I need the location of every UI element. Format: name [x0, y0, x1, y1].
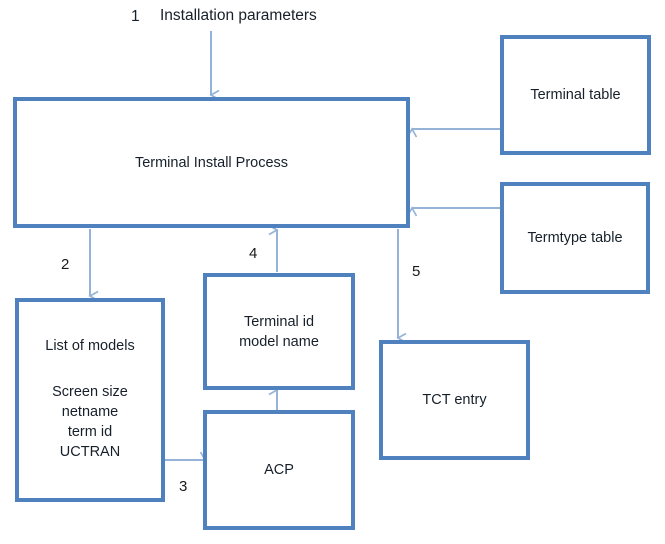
node-detail-netname: netname: [61, 404, 119, 420]
edge-label-2: 2: [61, 256, 70, 273]
spacer: [19, 356, 161, 382]
node-label: Terminal Install Process: [134, 154, 289, 171]
node-terminal-id-model-name[interactable]: Terminal id model name: [203, 273, 355, 390]
node-label: ACP: [264, 462, 294, 478]
node-label: Termtype table: [527, 230, 623, 246]
installation-parameters-label: Installation parameters: [160, 7, 317, 24]
node-terminal-install-process[interactable]: Terminal Install Process: [13, 97, 410, 228]
node-acp[interactable]: ACP: [203, 410, 355, 530]
edge-label-4: 4: [249, 245, 258, 262]
node-label: Terminal table: [530, 87, 621, 103]
node-list-of-models[interactable]: List of models Screen size netname term …: [15, 298, 165, 502]
node-label: TCT entry: [422, 392, 487, 408]
node-label: List of models: [45, 338, 135, 354]
node-termtype-table[interactable]: Termtype table: [500, 182, 650, 294]
node-label: Terminal id: [243, 313, 315, 330]
edge-label-3: 3: [179, 478, 188, 495]
node-tct-entry[interactable]: TCT entry: [379, 340, 530, 460]
node-detail-term-id: term id: [67, 424, 113, 440]
edge-label-5: 5: [412, 263, 421, 280]
node-detail-uctran: UCTRAN: [59, 444, 121, 460]
node-terminal-table[interactable]: Terminal table: [500, 35, 651, 155]
edge-label-1: 1: [131, 8, 140, 25]
node-detail-screen-size: Screen size: [52, 384, 128, 400]
node-label-group: List of models Screen size netname term …: [19, 336, 161, 462]
node-label-second: model name: [239, 333, 319, 350]
